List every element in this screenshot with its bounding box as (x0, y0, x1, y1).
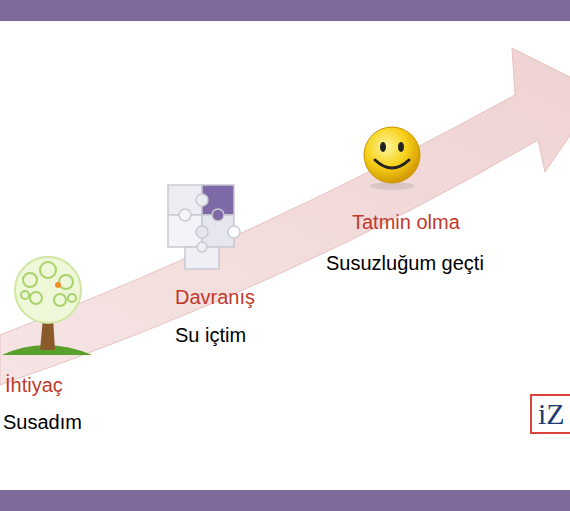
stage-text: Susadım (3, 410, 82, 434)
stage-heading: İhtiyaç (5, 373, 63, 397)
progress-arrow (0, 48, 570, 385)
stage-text: Su içtim (175, 323, 246, 347)
puzzle-icon (168, 185, 240, 269)
stage-text: Susuzluğum geçti (326, 251, 484, 275)
smiley-icon (364, 127, 420, 190)
stage-heading: Tatmin olma (352, 210, 460, 234)
tree-icon (2, 257, 92, 355)
logo-mark: iZ (530, 394, 570, 434)
bottom-bar (0, 490, 570, 511)
stage-heading: Davranış (175, 285, 255, 309)
top-bar (0, 0, 570, 21)
